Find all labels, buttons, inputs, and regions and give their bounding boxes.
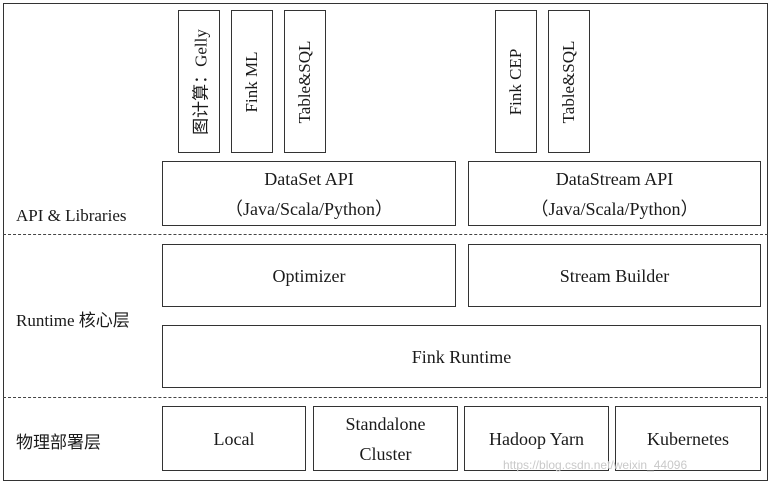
standalone-cluster-box: Standalone Cluster: [313, 406, 458, 471]
fink-runtime-box: Fink Runtime: [162, 325, 761, 388]
kubernetes-box: Kubernetes: [615, 406, 761, 471]
library-fink-cep: Fink CEP: [495, 10, 537, 153]
optimizer-label: Optimizer: [272, 265, 346, 286]
hadoop-yarn-label: Hadoop Yarn: [488, 428, 584, 449]
standalone-label-line2: Cluster: [359, 443, 412, 464]
layer-divider: [3, 234, 768, 235]
architecture-frame: [3, 3, 768, 481]
datastream-api-languages: （Java/Scala/Python）: [530, 198, 699, 219]
layer-label-runtime: Runtime 核心层: [16, 311, 130, 330]
library-fink-ml: Fink ML: [231, 10, 273, 153]
local-box: Local: [162, 406, 306, 471]
optimizer-box: Optimizer: [162, 244, 456, 307]
library-label: Table&SQL: [559, 40, 578, 123]
library-label: 图计算：Gelly: [191, 28, 211, 135]
watermark: https://blog.csdn.net/weixin_44096: [503, 458, 688, 472]
library-label: Table&SQL: [295, 40, 314, 123]
layer-divider: [3, 397, 768, 398]
library-label: Fink CEP: [506, 48, 525, 115]
dataset-api-title: DataSet API: [264, 168, 354, 189]
stream-builder-box: Stream Builder: [468, 244, 761, 307]
local-label: Local: [213, 428, 255, 449]
kubernetes-label: Kubernetes: [647, 428, 729, 449]
library-table-sql-batch: Table&SQL: [284, 10, 326, 153]
datastream-api-title: DataStream API: [555, 168, 674, 189]
stream-builder-label: Stream Builder: [559, 265, 670, 286]
dataset-api-box: DataSet API （Java/Scala/Python）: [162, 161, 456, 226]
library-gelly: 图计算：Gelly: [178, 10, 220, 153]
dataset-api-languages: （Java/Scala/Python）: [225, 198, 393, 219]
library-table-sql-stream: Table&SQL: [548, 10, 590, 153]
layer-label-api: API & Libraries: [16, 206, 127, 225]
library-label: Fink ML: [242, 51, 261, 112]
hadoop-yarn-box: Hadoop Yarn: [464, 406, 609, 471]
datastream-api-box: DataStream API （Java/Scala/Python）: [468, 161, 761, 226]
fink-runtime-label: Fink Runtime: [411, 346, 512, 367]
standalone-label-line1: Standalone: [345, 413, 426, 434]
layer-label-deploy: 物理部署层: [16, 433, 101, 452]
